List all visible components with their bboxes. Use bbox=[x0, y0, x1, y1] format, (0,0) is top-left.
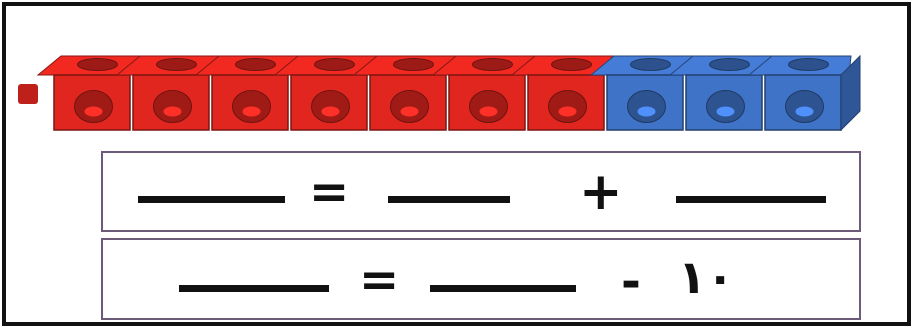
red-cube bbox=[354, 56, 456, 130]
minus-sign: - bbox=[621, 258, 641, 306]
red-cube bbox=[512, 56, 614, 130]
number-ten: ١٠ bbox=[678, 254, 734, 300]
answer-blank-difference[interactable] bbox=[179, 285, 329, 292]
equals-sign: = bbox=[359, 256, 399, 304]
blue-cube bbox=[670, 56, 772, 130]
answer-blank-subtrahend[interactable] bbox=[430, 285, 576, 292]
red-cube bbox=[38, 56, 140, 130]
red-cube bbox=[196, 56, 298, 130]
connecting-cubes-train bbox=[0, 0, 917, 150]
red-cube bbox=[275, 56, 377, 130]
red-cube bbox=[433, 56, 535, 130]
equals-sign: = bbox=[309, 168, 349, 216]
red-cube bbox=[117, 56, 219, 130]
equation-row-subtraction: = - ١٠ bbox=[101, 238, 861, 320]
cube-connector-knob bbox=[18, 84, 38, 104]
answer-blank-addend-2[interactable] bbox=[676, 196, 826, 203]
answer-blank-addend-1[interactable] bbox=[388, 196, 510, 203]
blue-cube bbox=[749, 56, 851, 130]
equation-row-addition: = + bbox=[101, 151, 861, 232]
answer-blank-sum[interactable] bbox=[138, 196, 285, 203]
plus-sign: + bbox=[579, 166, 623, 218]
blue-cube bbox=[591, 56, 693, 130]
